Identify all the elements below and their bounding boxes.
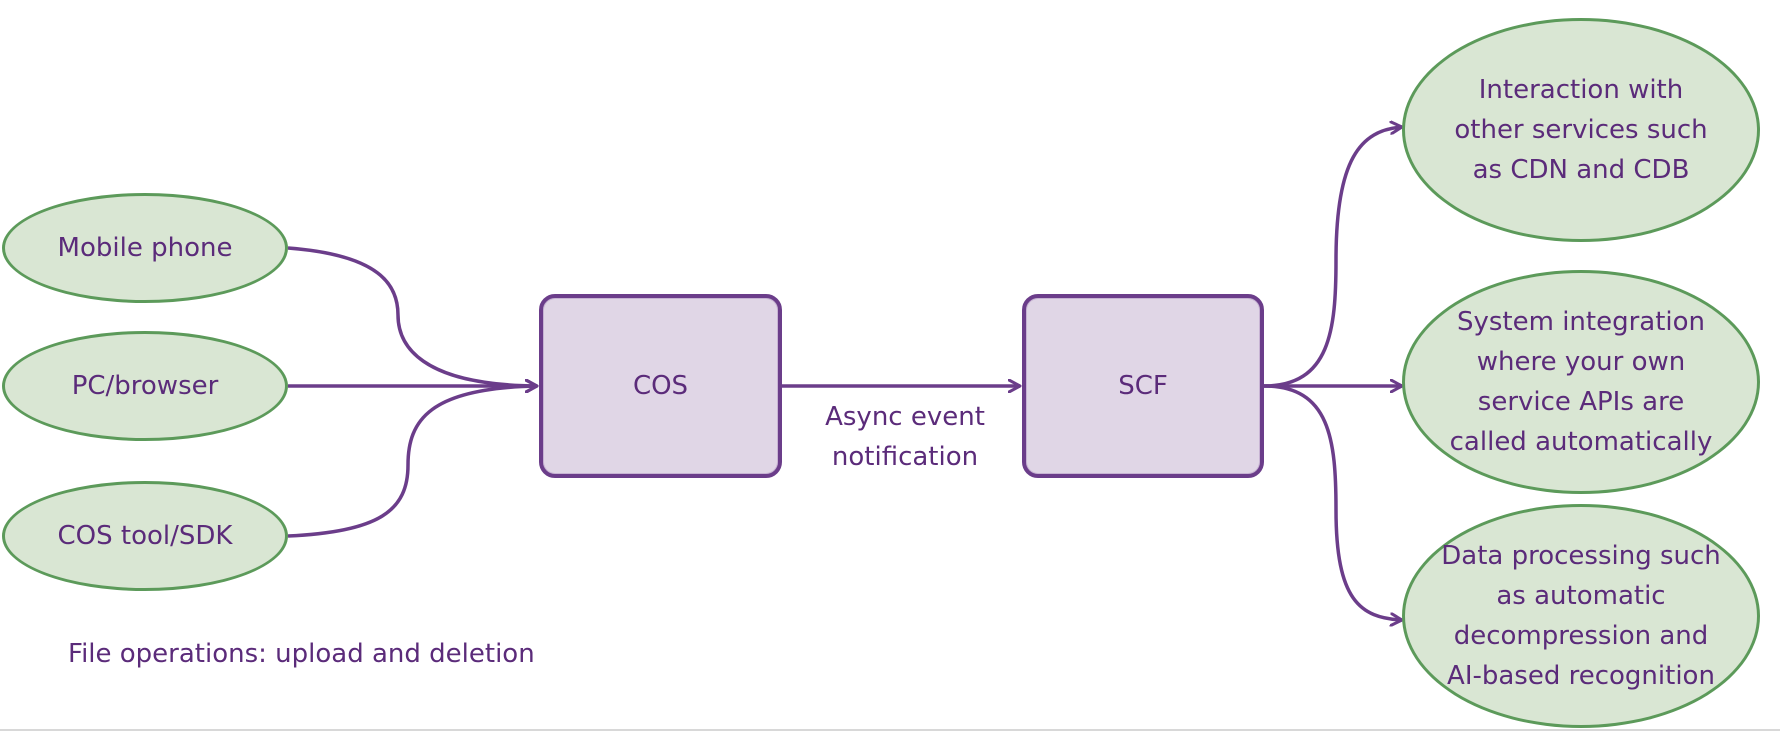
bottom-divider [0,729,1780,731]
edge-scf-to-processing [1263,384,1402,620]
cos-node: COS [539,294,782,478]
interaction-services-node: Interaction with other services such as … [1402,18,1760,242]
file-operations-label: File operations: upload and deletion [68,639,535,669]
mobile-phone-label: Mobile phone [57,233,233,263]
async-event-notification-label: Async event notification [825,402,985,472]
edge-scf-to-interaction [1263,127,1402,388]
interaction-services-label: Interaction with other services such as … [1454,75,1708,185]
pc-browser-node: PC/browser [2,331,288,441]
pc-browser-label: PC/browser [71,371,219,401]
scf-label: SCF [1118,371,1168,401]
edge-sdk-to-cos [287,386,537,538]
cos-tool-sdk-label: COS tool/SDK [57,521,233,551]
system-integration-node: System integration where your own servic… [1402,270,1760,494]
edge-mobile-to-cos [287,246,537,386]
system-integration-label: System integration where your own servic… [1449,307,1713,457]
data-processing-label: Data processing such as automatic decomp… [1441,541,1721,691]
scf-node: SCF [1022,294,1264,478]
mobile-phone-node: Mobile phone [2,193,288,303]
cos-label: COS [632,371,689,401]
cos-tool-sdk-node: COS tool/SDK [2,481,288,591]
data-processing-node: Data processing such as automatic decomp… [1402,504,1760,728]
